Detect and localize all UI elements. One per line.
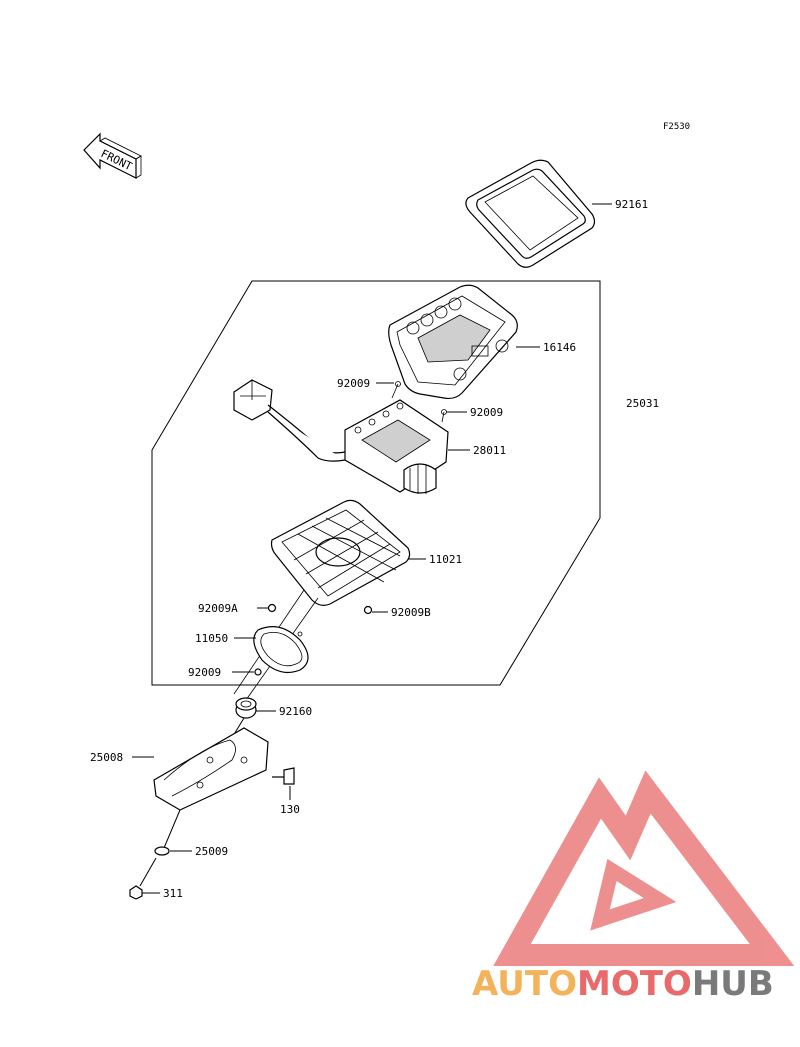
part-label-11021: 11021	[429, 553, 462, 566]
meter-case-part	[270, 499, 411, 606]
reference-code: F2530	[663, 122, 690, 132]
screw-b-part	[363, 605, 373, 615]
assembly-boundary	[151, 280, 601, 686]
part-label-11050: 11050	[195, 632, 228, 645]
part-label-130: 130	[280, 803, 300, 816]
part-label-92160: 92160	[279, 705, 312, 718]
part-label-92009-right: 92009	[470, 406, 503, 419]
bracket-part	[153, 727, 269, 811]
part-label-92009a: 92009A	[198, 602, 238, 615]
part-label-28011: 28011	[473, 444, 506, 457]
damper-part	[235, 697, 257, 719]
screw-a-part	[267, 603, 277, 613]
lens-gasket-part	[465, 159, 596, 268]
part-label-311: 311	[163, 887, 183, 900]
part-label-25008: 25008	[90, 751, 123, 764]
washer-part	[154, 846, 170, 856]
part-label-92009-low: 92009	[188, 666, 221, 679]
meter-unit-part	[233, 379, 449, 494]
watermark-text: AUTOMOTOHUB	[472, 964, 774, 1004]
gasket-ring-part	[253, 626, 309, 673]
bolt-part	[272, 767, 295, 785]
watermark-moto: MOTO	[577, 964, 692, 1004]
screw-lower-part	[254, 668, 262, 676]
nut-part	[129, 885, 143, 900]
meter-cover-part	[388, 284, 518, 400]
part-label-25031: 25031	[626, 397, 659, 410]
front-arrow-icon: FRONT	[83, 132, 142, 179]
watermark-hub: HUB	[692, 964, 774, 1004]
watermark-auto: AUTO	[472, 964, 577, 1004]
watermark-logo	[493, 770, 795, 966]
part-label-92009b: 92009B	[391, 606, 431, 619]
screw-top-left-part	[391, 381, 401, 399]
part-label-25009: 25009	[195, 845, 228, 858]
screw-top-right-part	[441, 409, 447, 423]
part-label-92009-top: 92009	[337, 377, 370, 390]
part-label-16146: 16146	[543, 341, 576, 354]
part-label-92161: 92161	[615, 198, 648, 211]
